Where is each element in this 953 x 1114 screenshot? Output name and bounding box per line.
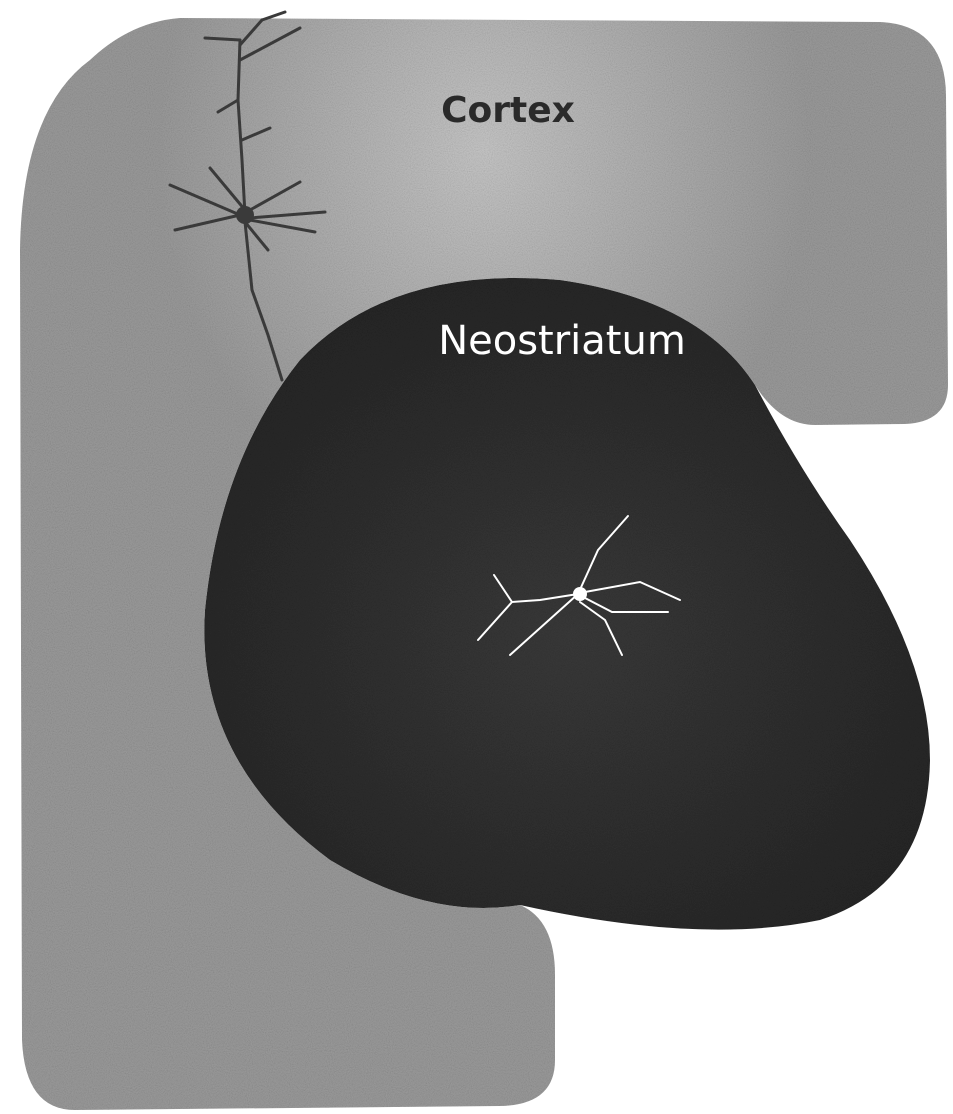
neostriatum-label: Neostriatum	[438, 318, 686, 364]
cortex-label: Cortex	[441, 90, 575, 131]
